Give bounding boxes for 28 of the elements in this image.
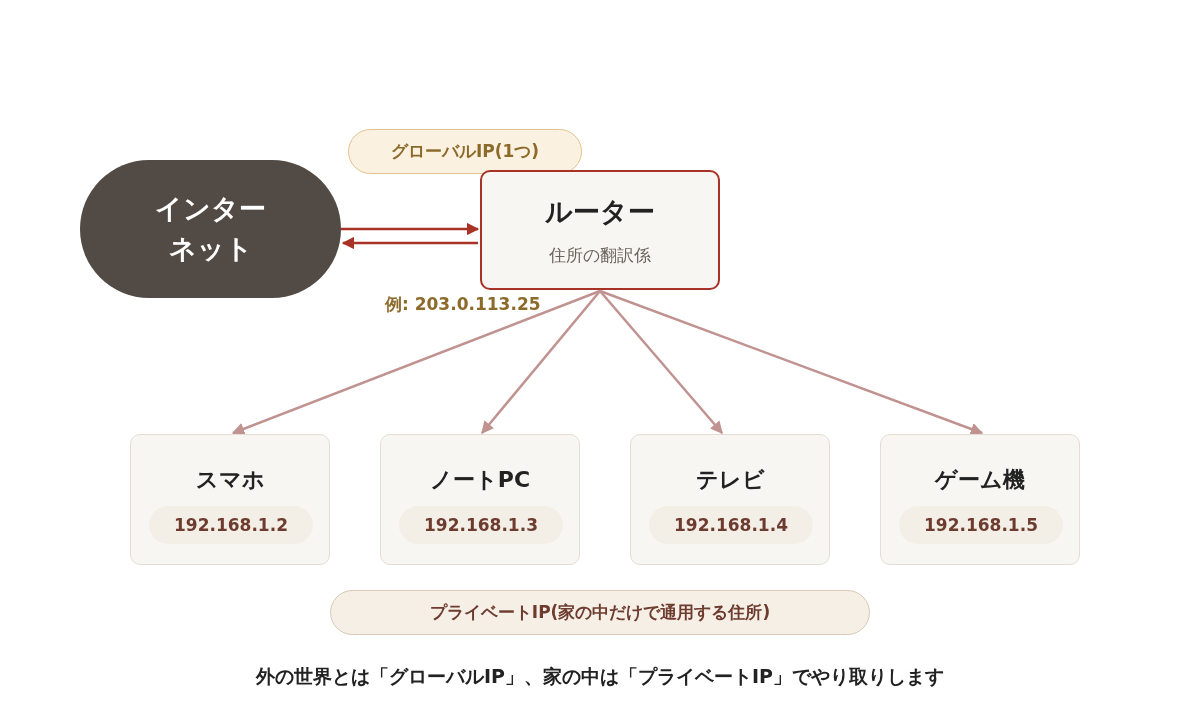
caption: 外の世界とは「グローバルIP」、家の中は「プライベートIP」でやり取りします	[254, 664, 945, 689]
pill-text: 192.168.1.2	[174, 515, 288, 535]
label-pill	[348, 129, 582, 174]
device-card	[130, 434, 330, 565]
node-title: スマホ	[195, 466, 265, 494]
pill-text: 192.168.1.3	[424, 515, 538, 535]
arrow	[481, 290, 601, 434]
arrow	[341, 236, 478, 250]
device-card	[880, 434, 1080, 565]
pill-text: グローバルIP(1つ)	[390, 140, 540, 163]
arrow	[341, 222, 480, 236]
device-card	[630, 434, 830, 565]
pill-text: プライベートIP(家の中だけで通用する住所)	[429, 601, 771, 624]
arrow	[599, 290, 723, 434]
arrow	[599, 289, 984, 435]
label-pill	[330, 590, 870, 635]
node-title: ゲーム機	[935, 466, 1025, 494]
example-address: 例: 203.0.113.25	[385, 293, 541, 316]
node-title: テレビ	[695, 466, 765, 494]
node-title: インターネット	[154, 192, 267, 266]
device-card	[380, 434, 580, 565]
node-title: ルーター	[545, 195, 655, 229]
node-subtitle: 住所の翻訳係	[549, 244, 651, 267]
pill-text: 192.168.1.5	[924, 515, 1038, 535]
arrow	[231, 289, 601, 435]
node-title: ノートPC	[429, 466, 531, 494]
pill-text: 192.168.1.4	[674, 515, 788, 535]
router-box	[480, 170, 720, 290]
